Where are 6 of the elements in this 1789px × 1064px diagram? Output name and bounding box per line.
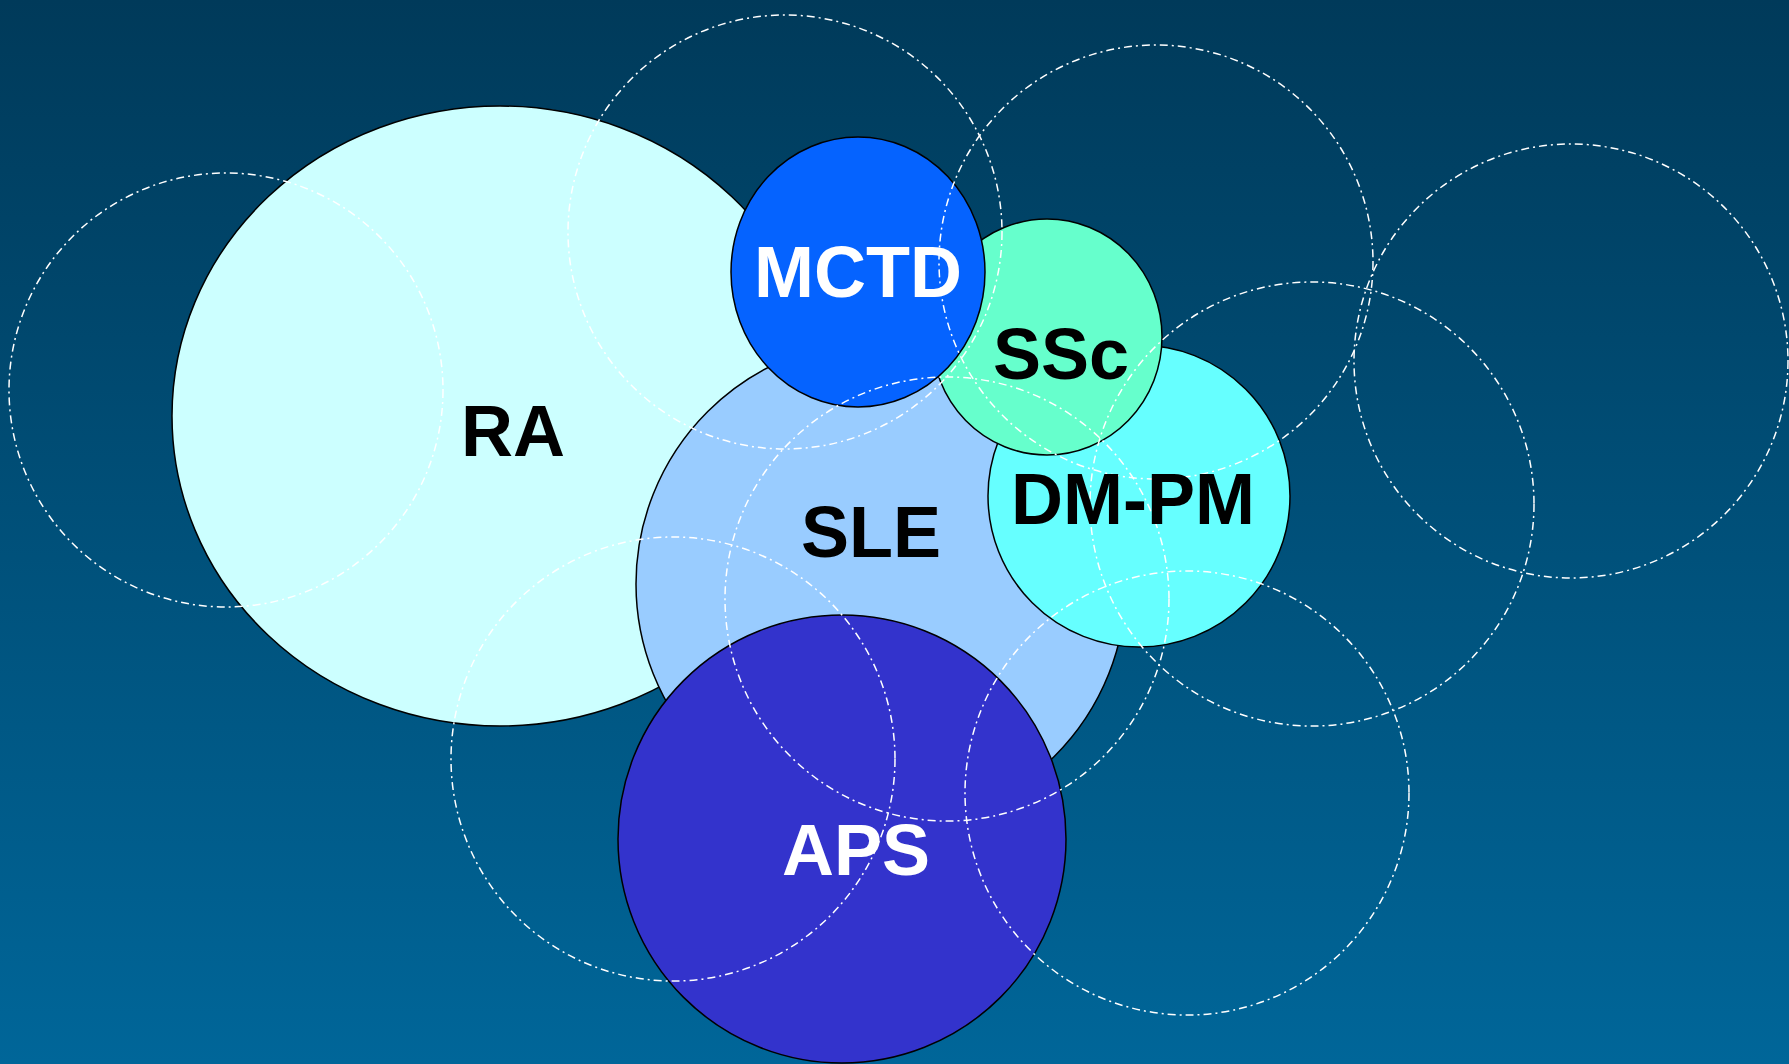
disease-label: SLE: [801, 496, 941, 568]
disease-label: MCTD: [754, 236, 962, 308]
disease-label: DM-PM: [1011, 463, 1255, 535]
disease-label: APS: [782, 814, 930, 886]
disease-label: RA: [461, 395, 565, 467]
disease-label: SSc: [992, 318, 1130, 390]
